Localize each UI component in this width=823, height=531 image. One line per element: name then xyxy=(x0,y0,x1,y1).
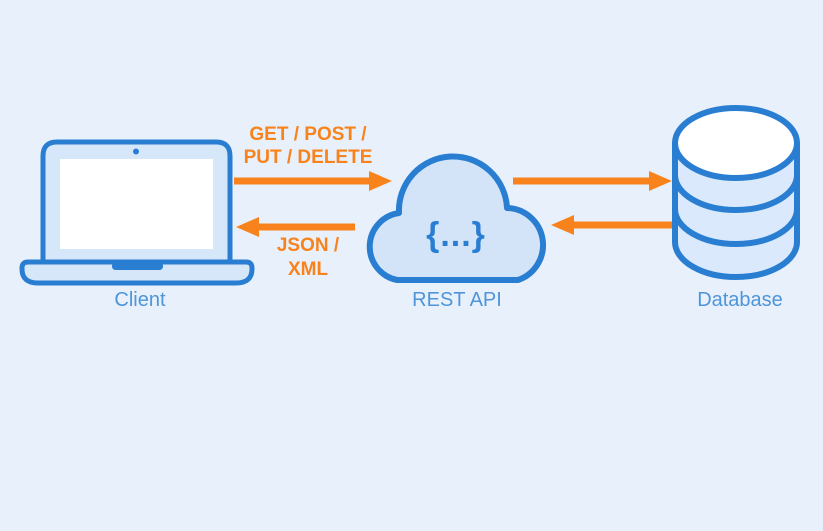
response-label-line2: XML xyxy=(288,259,329,280)
laptop-icon xyxy=(19,139,255,286)
laptop-screen xyxy=(60,159,213,249)
arrowhead-left-icon xyxy=(236,217,259,237)
laptop-base-notch xyxy=(112,262,163,270)
code-braces-glyph: {...} xyxy=(426,216,486,254)
arrow-database-to-api xyxy=(551,215,676,235)
laptop-camera-dot-icon xyxy=(133,148,139,155)
database-cylinder-top xyxy=(672,105,800,181)
api-node: {...} REST API xyxy=(366,153,546,311)
request-label-line2: PUT / DELETE xyxy=(244,147,373,168)
client-node: Client xyxy=(19,139,255,311)
database-divider-arc-2 xyxy=(672,206,800,247)
database-node: Database xyxy=(672,105,800,311)
database-icon xyxy=(672,105,800,280)
arrow-client-to-api: GET / POST / PUT / DELETE xyxy=(234,124,392,191)
request-label-line1: GET / POST / xyxy=(249,124,367,145)
arrowhead-right-icon xyxy=(369,171,392,191)
database-divider-arc-1 xyxy=(672,172,800,213)
arrow-api-to-client: JSON / XML xyxy=(236,217,355,280)
api-label: REST API xyxy=(412,289,502,311)
client-label: Client xyxy=(114,289,166,311)
arrowhead-left-icon xyxy=(551,215,574,235)
database-label: Database xyxy=(697,289,783,311)
laptop-base xyxy=(19,259,255,286)
arrow-api-to-database xyxy=(513,171,672,191)
arrowhead-right-icon xyxy=(649,171,672,191)
cloud-icon xyxy=(366,153,546,283)
response-label-line1: JSON / xyxy=(277,235,340,256)
